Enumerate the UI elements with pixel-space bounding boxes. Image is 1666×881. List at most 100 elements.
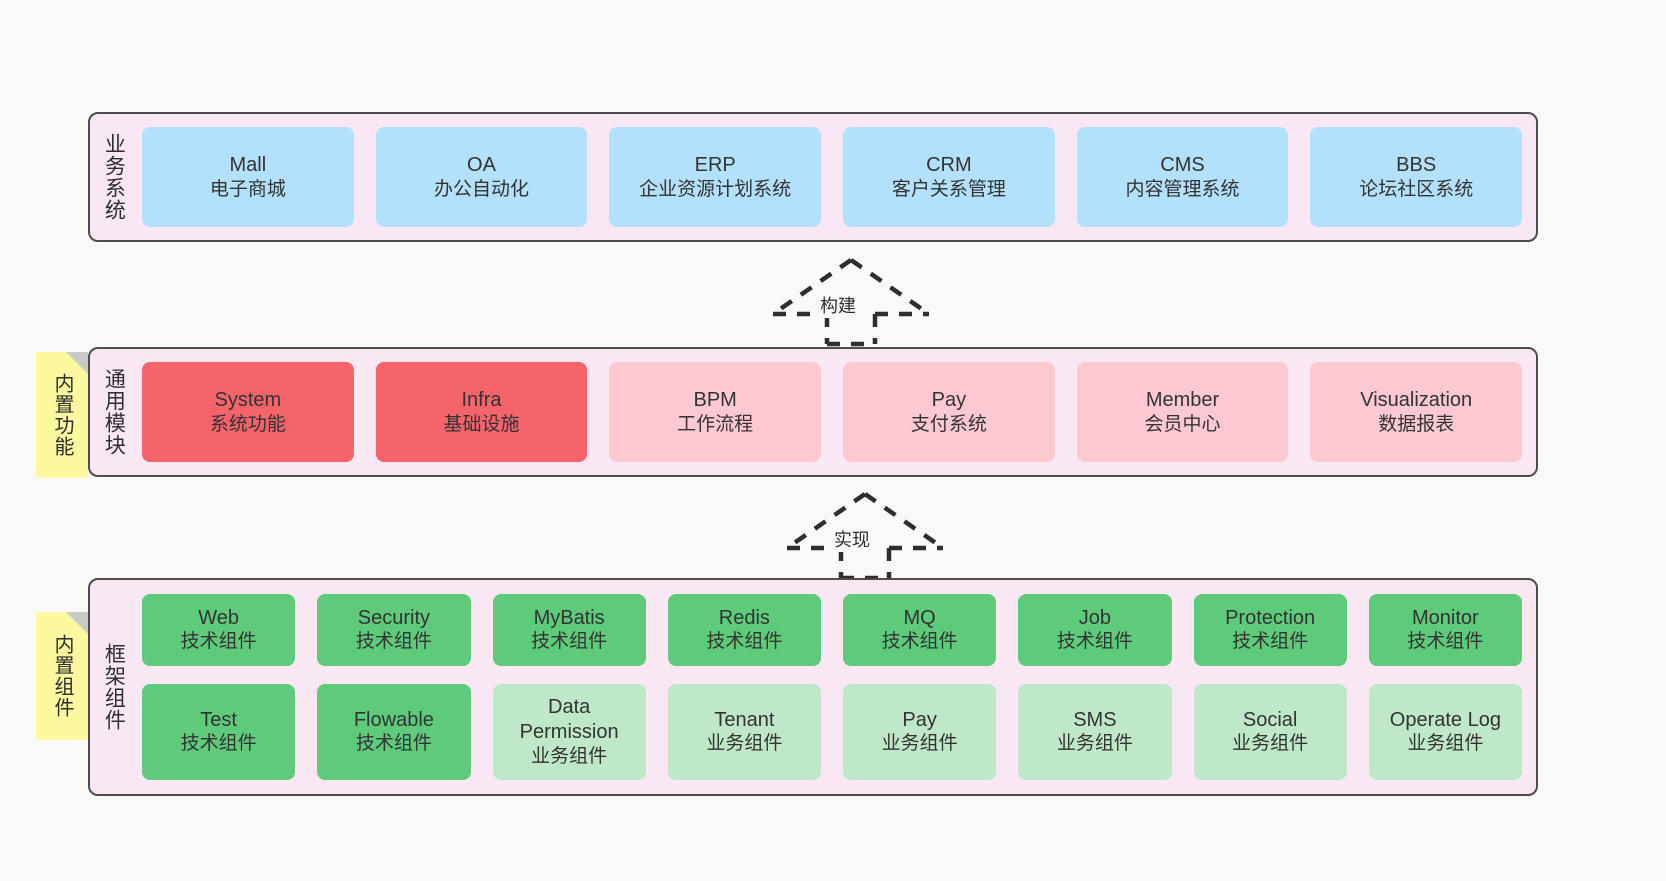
card-subtitle: 内容管理系统: [1125, 178, 1240, 200]
card-title: BBS: [1396, 153, 1437, 176]
card-subtitle: 业务组件: [881, 733, 958, 755]
card-title: Web: [198, 606, 239, 629]
card-title: MyBatis: [533, 606, 605, 629]
card-protection[interactable]: Protection 技术组件: [1193, 594, 1347, 666]
sticky-note-builtin-components: 内置组件: [36, 612, 88, 740]
card-mybatis[interactable]: MyBatis 技术组件: [492, 594, 646, 666]
page-fold-icon: [66, 612, 88, 634]
card-erp[interactable]: ERP 企业资源计划系统: [609, 127, 822, 227]
card-subtitle: 技术组件: [180, 631, 257, 653]
card-subtitle: 业务组件: [1056, 733, 1133, 755]
page-fold-icon: [66, 352, 88, 374]
card-system[interactable]: System 系统功能: [142, 362, 354, 462]
card-subtitle: 技术组件: [881, 631, 958, 653]
card-subtitle: 业务组件: [1407, 733, 1484, 755]
card-title: Tenant: [714, 708, 775, 731]
layer-title-business: 业务系统: [102, 133, 126, 221]
card-title: Member: [1145, 388, 1220, 411]
card-subtitle: 论坛社区系统: [1359, 178, 1474, 200]
layer-framework-components: 框架组件 Web 技术组件 Security 技术组件 MyBatis 技术组件…: [88, 578, 1538, 796]
card-bbs[interactable]: BBS 论坛社区系统: [1310, 127, 1523, 227]
sticky-label: 内置功能: [51, 373, 73, 457]
layer-title-framework: 框架组件: [102, 643, 126, 731]
card-mall[interactable]: Mall 电子商城: [142, 127, 354, 227]
card-title: CMS: [1160, 153, 1205, 176]
layer-common-modules: 通用模块 System 系统功能 Infra 基础设施 BPM 工作流程 Pay…: [88, 347, 1538, 477]
card-bpm[interactable]: BPM 工作流程: [609, 362, 822, 462]
card-title: CRM: [926, 153, 972, 176]
sticky-note-builtin-functions: 内置功能: [36, 352, 88, 478]
card-title: Pay: [931, 388, 967, 411]
card-title: Protection: [1225, 606, 1316, 629]
card-title: Operate Log: [1389, 708, 1501, 731]
card-monitor[interactable]: Monitor 技术组件: [1368, 594, 1522, 666]
card-oa[interactable]: OA 办公自动化: [375, 127, 588, 227]
framework-card-row-tech: Web 技术组件 Security 技术组件 MyBatis 技术组件 Redi…: [142, 594, 1522, 666]
card-title: Visualization: [1360, 388, 1473, 411]
card-pay-component[interactable]: Pay 业务组件: [843, 683, 997, 781]
card-cms[interactable]: CMS 内容管理系统: [1076, 127, 1289, 227]
card-tenant[interactable]: Tenant 业务组件: [667, 683, 821, 781]
card-title: Social: [1242, 708, 1298, 731]
card-social[interactable]: Social 业务组件: [1193, 683, 1347, 781]
card-web[interactable]: Web 技术组件: [142, 594, 296, 666]
card-subtitle: 会员中心: [1144, 413, 1221, 435]
card-pay-module[interactable]: Pay 支付系统: [843, 362, 1055, 462]
card-mq[interactable]: MQ 技术组件: [843, 594, 997, 666]
card-title: Job: [1078, 606, 1111, 629]
business-card-grid: Mall 电子商城 OA 办公自动化 ERP 企业资源计划系统 CRM 客户关系…: [136, 114, 1536, 240]
card-subtitle: 电子商城: [209, 178, 286, 200]
arrow-build: 构建: [756, 258, 946, 347]
framework-card-grid: Web 技术组件 Security 技术组件 MyBatis 技术组件 Redi…: [136, 580, 1536, 794]
card-test[interactable]: Test 技术组件: [142, 683, 296, 781]
layer-title-common: 通用模块: [102, 368, 126, 456]
card-subtitle: 系统功能: [209, 413, 286, 435]
card-redis[interactable]: Redis 技术组件: [667, 594, 821, 666]
card-title: Data Permission: [519, 696, 619, 744]
card-title: Flowable: [353, 708, 434, 731]
card-title: ERP: [694, 153, 736, 176]
card-visualization[interactable]: Visualization 数据报表: [1310, 362, 1523, 462]
card-operate-log[interactable]: Operate Log 业务组件: [1368, 683, 1522, 781]
arrow-build-label: 构建: [818, 292, 858, 318]
card-subtitle: 业务组件: [1232, 733, 1309, 755]
card-job[interactable]: Job 技术组件: [1018, 594, 1172, 666]
card-infra[interactable]: Infra 基础设施: [375, 362, 588, 462]
card-title: Security: [357, 606, 430, 629]
card-subtitle: 数据报表: [1378, 413, 1455, 435]
card-subtitle: 技术组件: [531, 631, 608, 653]
card-subtitle: 技术组件: [1232, 631, 1309, 653]
arrow-realize-label: 实现: [832, 526, 872, 552]
common-card-row: System 系统功能 Infra 基础设施 BPM 工作流程 Pay 支付系统…: [142, 362, 1523, 462]
card-subtitle: 办公自动化: [434, 178, 530, 200]
card-sms[interactable]: SMS 业务组件: [1018, 683, 1172, 781]
card-title: System: [214, 388, 282, 411]
card-subtitle: 技术组件: [355, 733, 432, 755]
arrow-realize: 实现: [770, 492, 960, 581]
card-subtitle: 技术组件: [355, 631, 432, 653]
card-subtitle: 基础设施: [443, 413, 520, 435]
card-member[interactable]: Member 会员中心: [1076, 362, 1289, 462]
card-flowable[interactable]: Flowable 技术组件: [317, 683, 471, 781]
card-title: Pay: [902, 708, 937, 731]
card-subtitle: 技术组件: [706, 631, 783, 653]
card-data-permission[interactable]: Data Permission 业务组件: [492, 683, 646, 781]
card-title: Infra: [461, 388, 502, 411]
card-subtitle: 技术组件: [1407, 631, 1484, 653]
card-title: Redis: [718, 606, 770, 629]
card-title: Monitor: [1412, 606, 1479, 629]
card-subtitle: 技术组件: [180, 733, 257, 755]
layer-business-systems: 业务系统 Mall 电子商城 OA 办公自动化 ERP 企业资源计划系统 CRM…: [88, 112, 1538, 242]
card-title: OA: [467, 153, 496, 176]
card-subtitle: 工作流程: [677, 413, 754, 435]
card-title: MQ: [903, 606, 936, 629]
card-subtitle: 支付系统: [910, 413, 987, 435]
card-title: SMS: [1073, 708, 1117, 731]
card-subtitle: 技术组件: [1056, 631, 1133, 653]
sticky-label: 内置组件: [51, 634, 73, 718]
card-title: Mall: [229, 153, 267, 176]
card-subtitle: 业务组件: [531, 745, 608, 767]
card-crm[interactable]: CRM 客户关系管理: [843, 127, 1055, 227]
card-security[interactable]: Security 技术组件: [317, 594, 471, 666]
